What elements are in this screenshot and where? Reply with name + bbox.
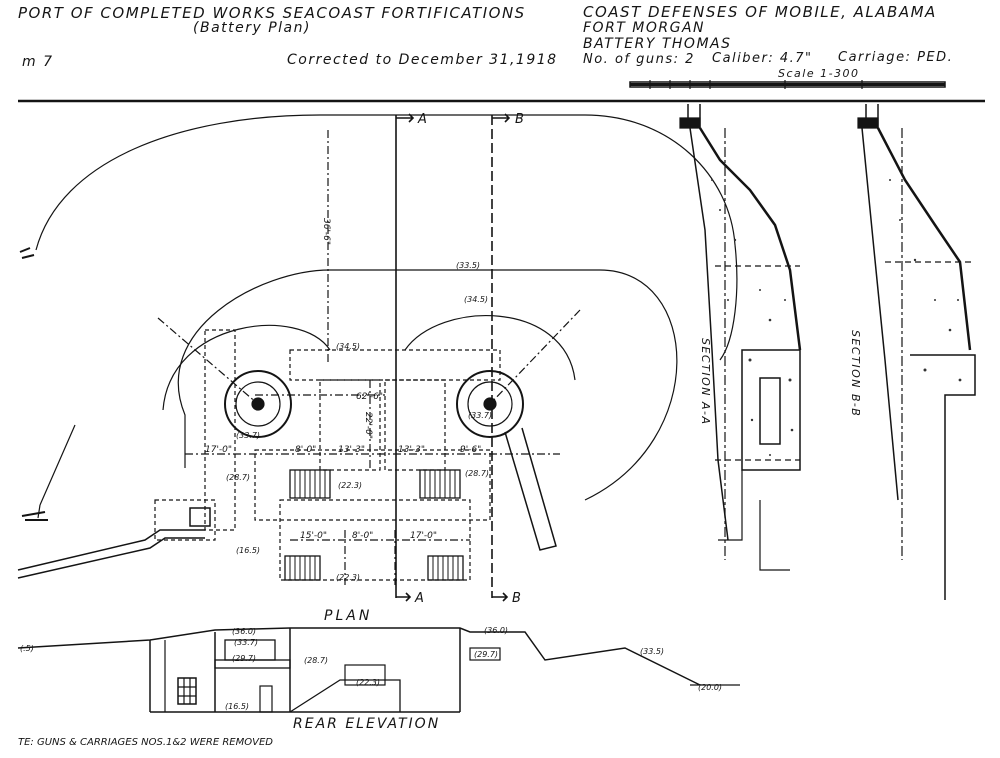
dim-label: 17'-0" [205, 445, 232, 455]
section-aa-label: SECTION A-A [699, 338, 712, 425]
rear-elevation-label: REAR ELEVATION [293, 716, 440, 732]
elev-label: (28.7) [304, 656, 328, 665]
elev-label: (34.5) [336, 342, 360, 351]
elev-label: (29.7) [474, 650, 498, 659]
fort-name: FORT MORGAN [583, 20, 706, 36]
carriage: Carriage: PED. [838, 50, 954, 65]
elev-label: (28.7) [226, 473, 250, 482]
cut-a-bottom: A [414, 591, 424, 606]
cut-a-top: A [417, 112, 427, 127]
elev-label: (28.7) [465, 469, 489, 478]
caliber: Caliber: 4.7" [712, 51, 813, 66]
elev-label: (36.0) [232, 627, 256, 636]
elev-label: (22.3) [338, 481, 362, 490]
gun-count: No. of guns: 2 [583, 52, 695, 67]
dim-label: 15'-0" [300, 531, 327, 541]
elev-label: (16.5) [225, 702, 249, 711]
dim-label: 13'-3" [338, 445, 365, 455]
battery-name: BATTERY THOMAS [583, 36, 732, 52]
elev-label: (34.5) [464, 295, 488, 304]
dim-label: 8'-0" [295, 445, 316, 455]
loading-ramp [504, 427, 557, 551]
left-emplacement-arc [162, 324, 331, 411]
dim-label: 17'-0" [410, 531, 437, 541]
sheet-number: m 7 [22, 54, 54, 70]
right-emplacement-arc [404, 315, 576, 381]
field-of-fire-arc [35, 114, 736, 251]
dim-label: 9'-6" [460, 445, 481, 455]
scale-bar [629, 80, 946, 89]
dim-label: 62'-6" [356, 392, 383, 402]
note-text: TE: GUNS & CARRIAGES NOS.1&2 WERE REMOVE… [18, 737, 273, 748]
stair-hatching [284, 469, 464, 581]
left-wing [39, 424, 76, 506]
dim-label: 36'-6" [321, 218, 331, 245]
dim-label: 13'-3" [398, 445, 425, 455]
right-gun-circle [456, 370, 524, 438]
rear-elevation [17, 627, 740, 713]
scale-label: Scale 1-300 [778, 67, 860, 80]
cut-b-top: B [515, 112, 524, 127]
elev-label: (22.3) [356, 678, 380, 687]
elev-label: (33.7) [234, 638, 258, 647]
dimension-lines [157, 130, 581, 585]
dim-label: 22'-0" [363, 412, 373, 439]
elev-label: (33.5) [640, 647, 664, 656]
elev-label: (33.7) [468, 411, 492, 420]
left-gun-circle [224, 370, 292, 438]
elev-label: (16.5) [236, 546, 260, 555]
section-cut-lines [395, 113, 511, 602]
cut-b-bottom: B [512, 591, 521, 606]
elev-label: (33.5) [456, 261, 480, 270]
elev-label: (29.7) [232, 654, 256, 663]
elev-label: (22.3) [336, 573, 360, 582]
drawing-subtitle: (Battery Plan) [193, 20, 311, 36]
parapet-outline [177, 269, 678, 501]
concrete-stipple [711, 179, 962, 456]
elev-label: (20.0) [698, 683, 722, 692]
dim-label: 8'-0" [352, 531, 373, 541]
plan-label: PLAN [324, 608, 372, 624]
magazine-outlines [154, 329, 501, 581]
corrected-date: Corrected to December 31,1918 [287, 52, 558, 68]
elev-label: (33.7) [236, 431, 260, 440]
elev-label: (.5) [20, 644, 34, 653]
flank-wall [17, 529, 205, 571]
section-bb-label: SECTION B-B [849, 330, 862, 417]
drawing-title: PORT OF COMPLETED WORKS SEACOAST FORTIFI… [18, 4, 526, 22]
elev-label: (36.0) [484, 626, 508, 635]
coast-defense-title: COAST DEFENSES OF MOBILE, ALABAMA [583, 3, 937, 21]
section-aa [679, 104, 802, 571]
section-bb [857, 104, 976, 600]
